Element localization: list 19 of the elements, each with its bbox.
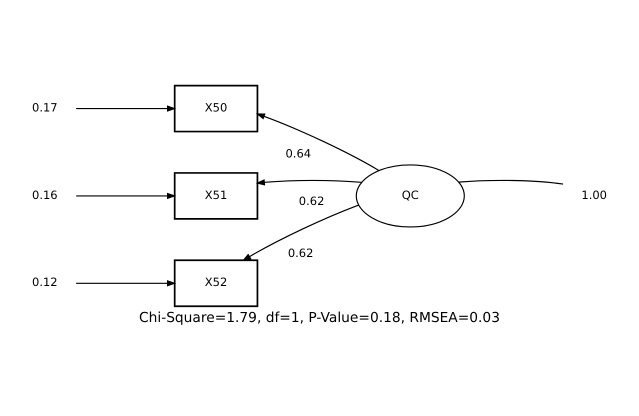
arrow [256, 179, 362, 186]
node-box: X52 [174, 259, 258, 308]
arrow [76, 192, 176, 200]
arrow [76, 280, 176, 286]
connector [458, 180, 564, 185]
node-text: 0.12 [32, 275, 58, 290]
edge-label: 0.64 [286, 146, 312, 160]
edge-label: 0.62 [298, 194, 324, 208]
caption: Chi-Square=1.79, df=1, P-Value=0.18, RMSEA=0.03 [139, 310, 500, 326]
node-text: 0.17 [32, 100, 58, 114]
arrow [76, 105, 176, 112]
node-box: X50 [174, 84, 258, 132]
edge-label: 0.62 [288, 246, 314, 260]
node-ellipse: QC [356, 164, 465, 228]
arrow [256, 113, 380, 172]
node-box: X51 [174, 172, 258, 220]
node-text: 1.00 [581, 188, 607, 202]
arrow [242, 204, 359, 262]
node-text: 0.16 [32, 188, 58, 202]
